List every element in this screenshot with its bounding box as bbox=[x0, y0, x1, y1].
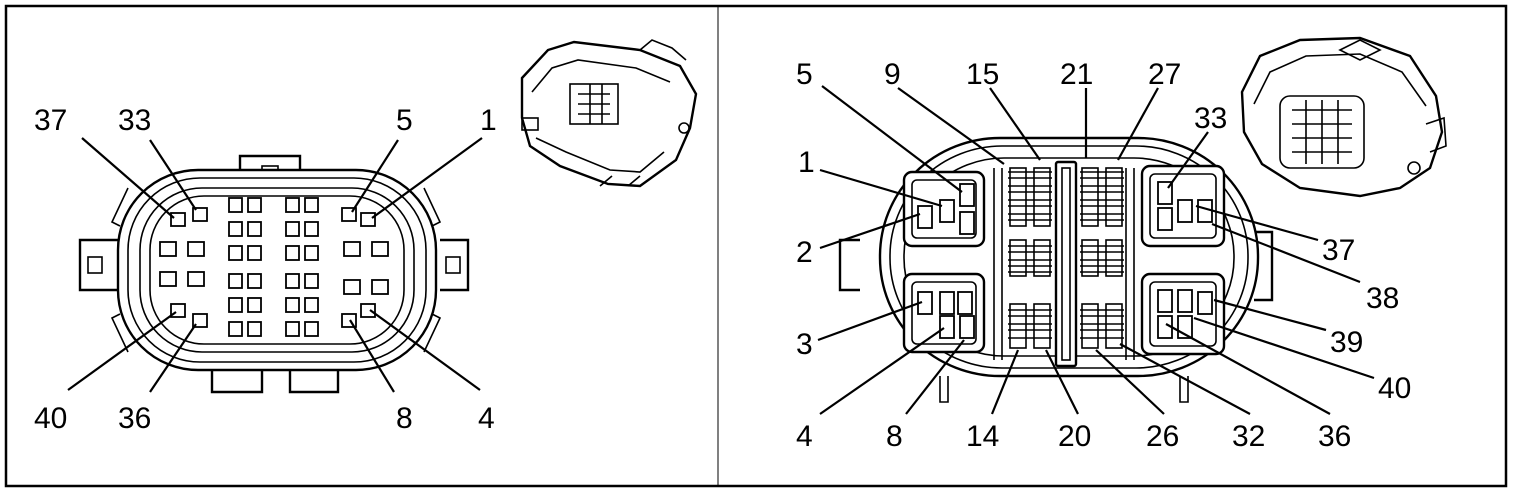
left-label-4: 4 bbox=[478, 402, 495, 435]
right-label-40: 40 bbox=[1378, 372, 1411, 405]
right-label-8: 8 bbox=[886, 420, 903, 453]
right-label-1: 1 bbox=[798, 146, 815, 179]
left-label-36: 36 bbox=[118, 402, 151, 435]
left-label-37: 37 bbox=[34, 104, 67, 137]
frame bbox=[4, 4, 1508, 488]
left-pin-grid bbox=[159, 197, 389, 337]
left-label-8: 8 bbox=[396, 402, 413, 435]
right-label-20: 20 bbox=[1058, 420, 1091, 453]
right-label-5: 5 bbox=[796, 58, 813, 91]
right-label-39: 39 bbox=[1330, 326, 1363, 359]
right-label-26: 26 bbox=[1146, 420, 1179, 453]
right-label-3: 3 bbox=[796, 328, 813, 361]
right-leader-lines bbox=[817, 85, 1375, 415]
right-label-15: 15 bbox=[966, 58, 999, 91]
right-label-14: 14 bbox=[966, 420, 999, 453]
right-label-37: 37 bbox=[1322, 234, 1355, 267]
left-connector-thumbnail bbox=[520, 39, 698, 188]
right-label-21: 21 bbox=[1060, 58, 1093, 91]
right-connector-thumbnail bbox=[1240, 36, 1447, 198]
right-label-33: 33 bbox=[1194, 102, 1227, 135]
left-panel: 37 33 5 1 40 36 8 4 bbox=[34, 39, 698, 435]
right-center-terminals bbox=[1008, 167, 1124, 349]
right-pin-labels: 5 9 15 21 27 33 1 2 37 38 3 39 40 4 8 14… bbox=[796, 58, 1411, 453]
left-label-5: 5 bbox=[396, 104, 413, 137]
right-label-4: 4 bbox=[796, 420, 813, 453]
right-label-32: 32 bbox=[1232, 420, 1265, 453]
right-label-36: 36 bbox=[1318, 420, 1351, 453]
right-label-27: 27 bbox=[1148, 58, 1181, 91]
right-label-2: 2 bbox=[796, 236, 813, 269]
left-pin-labels: 37 33 5 1 40 36 8 4 bbox=[34, 104, 497, 435]
right-quadrant-blocks bbox=[902, 164, 1226, 356]
left-leader-lines bbox=[67, 137, 483, 393]
left-label-1: 1 bbox=[480, 104, 497, 137]
right-panel: 5 9 15 21 27 33 1 2 37 38 3 39 40 4 8 14… bbox=[796, 36, 1447, 453]
right-label-38: 38 bbox=[1366, 282, 1399, 315]
right-label-9: 9 bbox=[884, 58, 901, 91]
left-label-40: 40 bbox=[34, 402, 67, 435]
left-label-33: 33 bbox=[118, 104, 151, 137]
